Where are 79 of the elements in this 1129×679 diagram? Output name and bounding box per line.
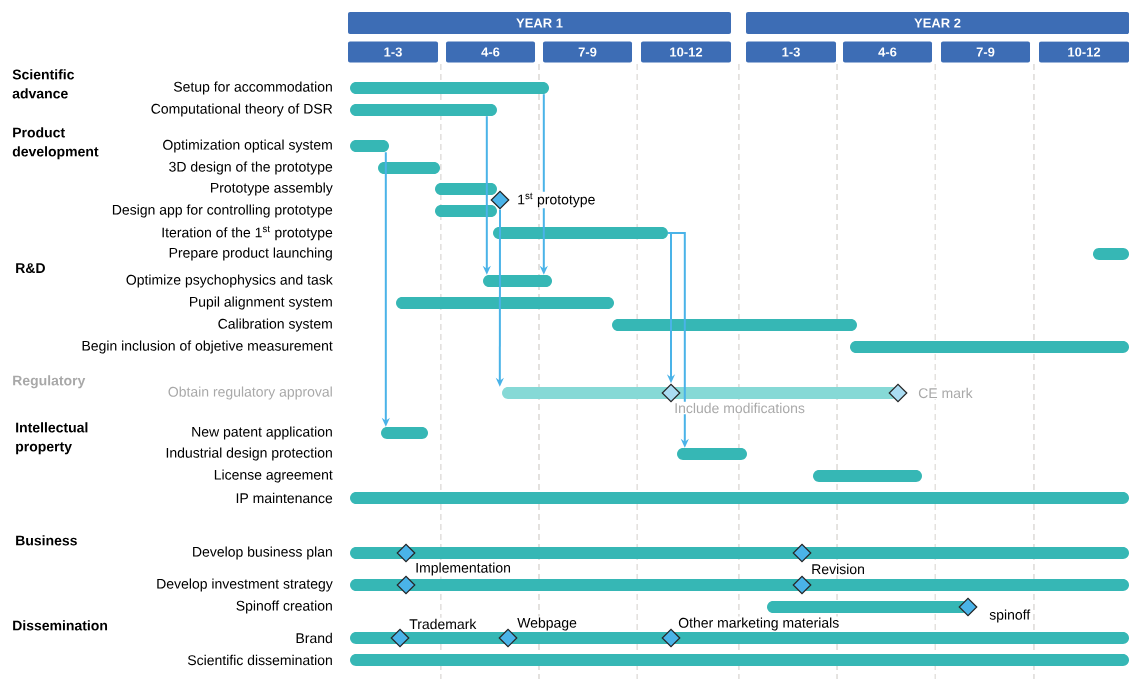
category-label: Scientific advance [12, 69, 75, 99]
task-label: License agreement [214, 469, 333, 483]
quarter-header: 1-3 [746, 41, 836, 63]
category-label: Regulatory [13, 375, 86, 389]
task-label: Brand [296, 632, 332, 644]
quarter-header: 7-9 [543, 41, 632, 63]
milestone-label: Other marketing materials [677, 616, 841, 632]
task-bar [483, 275, 552, 287]
task-label: Pupil alignment system [190, 296, 332, 310]
year-header: YEAR 1 [348, 12, 731, 34]
task-label: Design app for controlling prototype [112, 204, 333, 218]
task-label: Setup for accommodation [173, 81, 332, 95]
task-bar [396, 297, 614, 309]
task-bar [350, 492, 1129, 504]
task-label: Optimization optical system [163, 139, 332, 153]
milestone-diamond [958, 597, 978, 617]
task-label: Calibration system [218, 318, 332, 332]
quarter-header: 10-12 [641, 41, 731, 63]
milestone-diamond [390, 628, 410, 648]
quarter-header: 10-12 [1039, 41, 1129, 63]
task-bar [813, 470, 922, 482]
quarter-header: 4-6 [843, 41, 932, 63]
category-label: Business [16, 535, 77, 546]
milestone-label: Webpage [516, 616, 578, 632]
milestone-label: Trademark [408, 617, 478, 631]
task-label: Industrial design protection [166, 447, 332, 461]
category-label: Intellectual property [16, 422, 88, 455]
task-bar [350, 547, 1129, 559]
task-bar [850, 341, 1129, 353]
milestone-label: Implementation [414, 561, 512, 577]
task-bar [378, 162, 440, 174]
task-bar [435, 183, 497, 195]
milestone-label: spinoff [988, 608, 1032, 624]
task-bar [350, 579, 1129, 591]
task-label: Begin inclusion of objetive measurement [82, 340, 333, 354]
task-bar [677, 448, 747, 460]
milestone-diamond [792, 543, 812, 563]
task-label: Develop business plan [193, 546, 332, 560]
task-label: Scientific dissemination [187, 654, 332, 666]
task-label: Iteration of the 1$^{st}$ prototype [162, 225, 333, 241]
milestone-diamond [661, 383, 681, 403]
task-bar [350, 654, 1129, 666]
task-label: Prototype assembly [211, 182, 333, 196]
year-header: YEAR 2 [746, 12, 1129, 34]
task-label: Optimize psychophysics and task [126, 274, 333, 288]
task-bar [612, 319, 857, 331]
task-bar [435, 205, 497, 217]
task-label: Develop investment strategy [157, 578, 333, 592]
milestone-diamond [792, 575, 812, 595]
task-label: Computational theory of DSR [151, 103, 333, 117]
milestone-diamond [888, 383, 908, 403]
task-bar [493, 227, 668, 239]
quarter-header: 7-9 [941, 41, 1030, 63]
milestone-label: Include modifications [673, 401, 806, 415]
task-label: Spinoff creation [236, 600, 332, 614]
task-bar [350, 140, 389, 152]
category-label: R&D [16, 263, 45, 273]
milestone-diamond [661, 628, 681, 648]
task-bar [350, 82, 549, 94]
milestone-diamond [396, 543, 416, 563]
task-label: Obtain regulatory approval [168, 386, 332, 400]
task-bar [350, 104, 497, 116]
milestone-label: Revision [810, 562, 866, 576]
category-label: Product development [12, 127, 99, 160]
task-label: New patent application [192, 426, 332, 440]
task-label: IP maintenance [236, 492, 333, 504]
task-bar [381, 427, 428, 439]
task-label: Prepare product launching [169, 247, 332, 261]
task-label: 3D design of the prototype [169, 161, 333, 175]
milestone-diamond [498, 628, 518, 648]
quarter-header: 4-6 [446, 41, 535, 63]
milestone-diamond [490, 190, 510, 210]
milestone-diamond [396, 575, 416, 595]
quarter-header: 1-3 [348, 41, 438, 63]
milestone-label: CE mark [917, 386, 974, 400]
task-bar [350, 632, 1129, 644]
category-label: Dissemination [13, 620, 108, 631]
milestone-label: 1$^{st}$ prototype [516, 191, 597, 209]
task-bar [1093, 248, 1129, 260]
